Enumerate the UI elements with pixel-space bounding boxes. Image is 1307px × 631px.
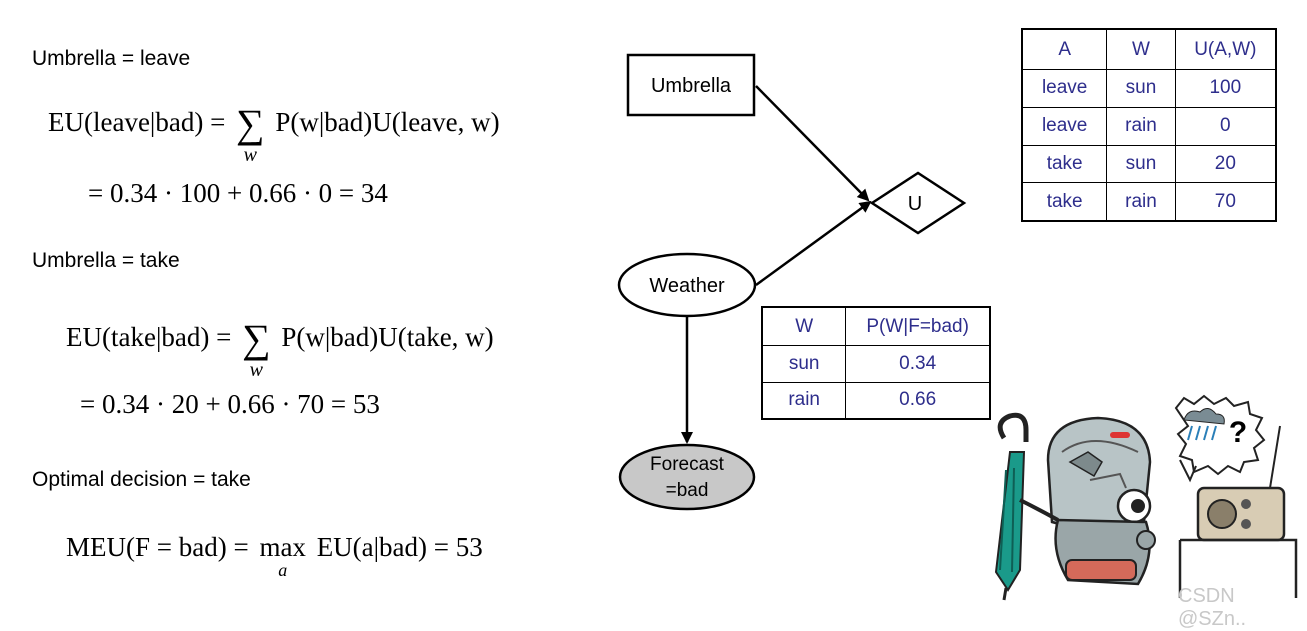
utility-table-header-row: A W U(A,W) bbox=[1021, 29, 1277, 70]
table-cell: 0.66 bbox=[845, 381, 990, 419]
table-cell: leave bbox=[1021, 106, 1108, 146]
table-cell: 70 bbox=[1174, 182, 1277, 221]
weather-node bbox=[617, 252, 757, 318]
table-row: take rain 70 bbox=[1021, 182, 1277, 221]
utility-node bbox=[869, 171, 967, 235]
forecast-node-label-line2: =bad bbox=[666, 480, 709, 501]
table-row: leave rain 0 bbox=[1021, 106, 1277, 146]
utility-table-header-cell: U(A,W) bbox=[1174, 29, 1277, 70]
equation-eu-take: EU(take|bad) = ∑w P(w|bad)U(take, w) bbox=[66, 315, 494, 381]
utility-table-header-cell: W bbox=[1106, 29, 1176, 70]
sum-symbol: ∑w bbox=[236, 101, 265, 166]
utility-node-label: U bbox=[908, 193, 922, 215]
eq1-lhs: EU(leave|bad) = bbox=[48, 107, 226, 137]
question-mark: ? bbox=[1229, 416, 1247, 449]
table-cell: take bbox=[1021, 144, 1108, 184]
umbrella-node bbox=[626, 53, 756, 117]
table-cell: leave bbox=[1021, 69, 1108, 108]
table-cell: sun bbox=[761, 345, 847, 383]
utility-table: A W U(A,W) leave sun 100 leave rain 0 ta… bbox=[1021, 28, 1277, 222]
table-cell: rain bbox=[761, 381, 847, 419]
forecast-node bbox=[618, 443, 756, 511]
utility-table-header-cell: A bbox=[1021, 29, 1108, 70]
table-cell: sun bbox=[1106, 144, 1176, 184]
eq2-lhs: EU(take|bad) = bbox=[66, 322, 232, 352]
edge-weather-to-u bbox=[755, 200, 872, 287]
watermark: CSDN @SZn.. bbox=[1178, 585, 1247, 630]
radio-icon bbox=[1178, 425, 1298, 598]
max-subscript: a bbox=[278, 560, 288, 580]
table-row: leave sun 100 bbox=[1021, 69, 1277, 108]
sum-symbol: ∑w bbox=[242, 316, 271, 381]
table-row: rain 0.66 bbox=[761, 381, 990, 419]
equation-eu-leave-result: = 0.34 · 100 + 0.66 · 0 = 34 bbox=[88, 178, 388, 208]
probability-table-header-cell: P(W|F=bad) bbox=[845, 307, 990, 346]
optimal-decision-label: Optimal decision = take bbox=[32, 468, 251, 491]
probability-table-header-row: W P(W|F=bad) bbox=[761, 307, 990, 346]
eq1-rhs: P(w|bad)U(leave, w) bbox=[275, 107, 500, 137]
table-cell: sun bbox=[1106, 69, 1176, 108]
umbrella-node-label: Umbrella bbox=[651, 75, 732, 97]
probability-table-header-cell: W bbox=[761, 307, 847, 346]
table-cell: rain bbox=[1106, 106, 1176, 146]
table-cell: 100 bbox=[1174, 69, 1277, 108]
robot-umbrella-radio-illustration: ? bbox=[994, 394, 1298, 601]
eq3-lhs: MEU(F = bad) = bbox=[66, 532, 249, 562]
eq2-rhs: P(w|bad)U(take, w) bbox=[281, 322, 494, 352]
equation-eu-leave: EU(leave|bad) = ∑w P(w|bad)U(leave, w) bbox=[48, 100, 500, 166]
table-cell: 20 bbox=[1174, 144, 1277, 184]
case-take-label: Umbrella = take bbox=[32, 249, 180, 272]
case-leave-label: Umbrella = leave bbox=[32, 47, 191, 70]
sum-subscript: w bbox=[243, 144, 257, 166]
table-cell: 0.34 bbox=[845, 345, 990, 383]
probability-table: W P(W|F=bad) sun 0.34 rain 0.66 bbox=[761, 306, 991, 420]
table-row: sun 0.34 bbox=[761, 345, 990, 383]
table-row: take sun 20 bbox=[1021, 144, 1277, 184]
decision-network-diagram: Umbrella U Weather Forecast =bad bbox=[617, 53, 1298, 601]
thought-bubble-icon: ? bbox=[1174, 394, 1266, 483]
edge-umbrella-to-u bbox=[755, 85, 870, 202]
table-cell: 0 bbox=[1174, 106, 1277, 146]
forecast-node-label-line1: Forecast bbox=[650, 454, 725, 475]
sum-subscript: w bbox=[249, 359, 263, 381]
weather-node-label: Weather bbox=[649, 275, 725, 297]
table-cell: take bbox=[1021, 182, 1108, 221]
table-cell: rain bbox=[1106, 182, 1176, 221]
robot-icon bbox=[1019, 416, 1156, 586]
eq3-rhs: EU(a|bad) = 53 bbox=[316, 532, 483, 562]
umbrella-icon bbox=[994, 412, 1029, 601]
equation-eu-take-result: = 0.34 · 20 + 0.66 · 70 = 53 bbox=[80, 389, 380, 419]
